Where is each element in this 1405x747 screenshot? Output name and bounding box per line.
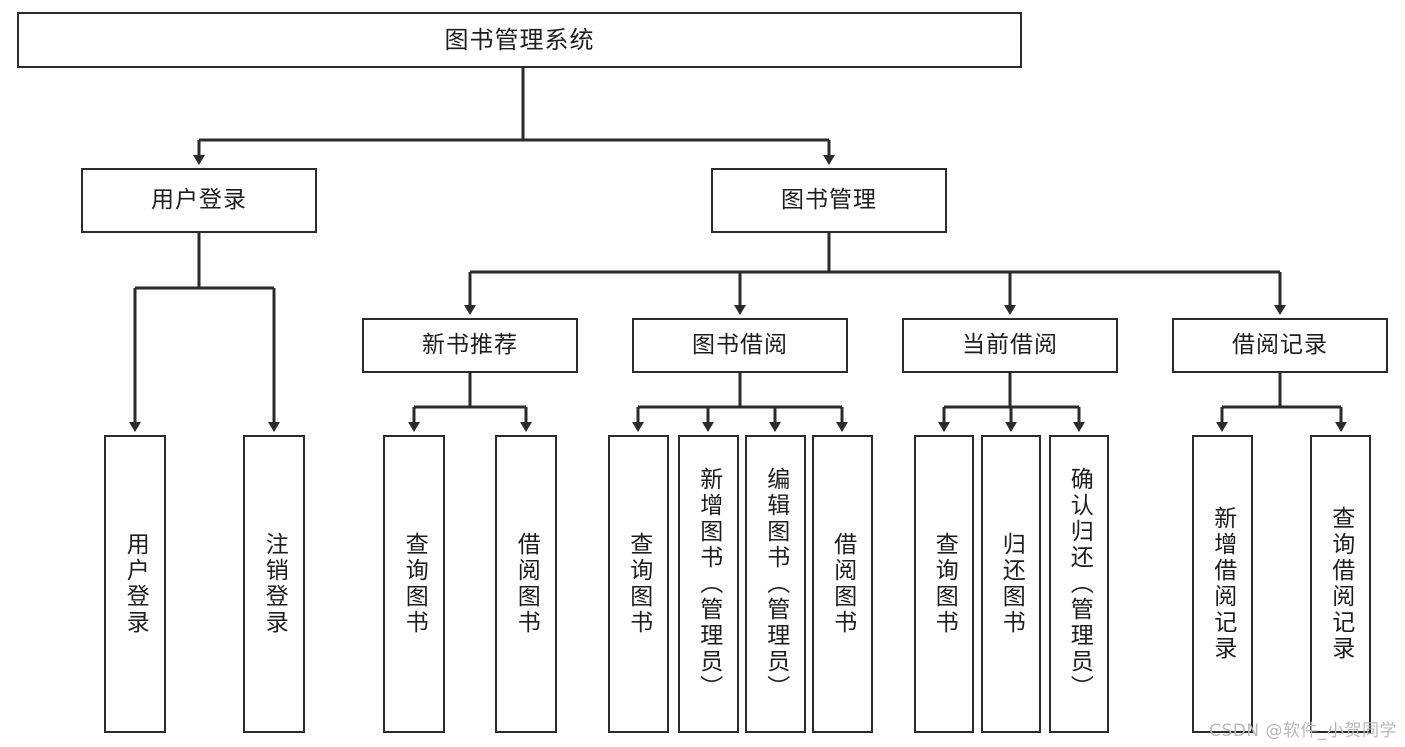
node-label: 查询图书 [625,532,652,636]
node-label: 借阅图书 [829,532,856,636]
node-label: 用户登录 [122,532,149,636]
leaf-user-login-login[interactable]: 用户登录 [104,435,166,733]
leaf-new-book-query[interactable]: 查询图书 [383,435,445,733]
node-label: 归还图书 [998,532,1025,636]
leaf-borrow-edit-book[interactable]: 编辑图书（管理员） [745,435,806,733]
leaf-current-confirm-return[interactable]: 确认归还（管理员） [1049,435,1109,733]
node-label: 借阅记录 [1232,331,1328,358]
node-label: 用户登录 [151,186,247,213]
node-label: 当前借阅 [962,331,1058,358]
leaf-new-book-borrow[interactable]: 借阅图书 [495,435,557,733]
node-label: 借阅图书 [513,532,540,636]
node-label: 新书推荐 [422,331,518,358]
node-book-borrow[interactable]: 图书借阅 [632,318,848,373]
leaf-record-add[interactable]: 新增借阅记录 [1192,435,1253,733]
node-label: 图书借阅 [692,331,788,358]
node-label: 注销登录 [261,532,288,636]
node-borrow-record[interactable]: 借阅记录 [1172,318,1388,373]
leaf-current-return-book[interactable]: 归还图书 [981,435,1041,733]
watermark: CSDN @软件_小贺同学 [1209,721,1397,741]
leaf-borrow-query-book[interactable]: 查询图书 [608,435,669,733]
leaf-record-query[interactable]: 查询借阅记录 [1310,435,1371,733]
leaf-borrow-add-book[interactable]: 新增图书（管理员） [678,435,739,733]
node-current-borrow[interactable]: 当前借阅 [902,318,1118,373]
node-root-system[interactable]: 图书管理系统 [17,12,1022,68]
node-label: 新增图书（管理员） [695,467,722,701]
node-label: 查询图书 [931,532,958,636]
node-new-book-recommend[interactable]: 新书推荐 [362,318,578,373]
node-label: 新增借阅记录 [1209,506,1236,662]
node-user-login[interactable]: 用户登录 [81,168,317,233]
node-label: 图书管理系统 [444,25,595,54]
node-book-management[interactable]: 图书管理 [711,168,947,233]
node-label: 确认归还（管理员） [1066,467,1093,701]
leaf-borrow-borrow-book[interactable]: 借阅图书 [812,435,873,733]
node-label: 查询借阅记录 [1327,506,1354,662]
leaf-user-login-logout[interactable]: 注销登录 [243,435,305,733]
node-label: 图书管理 [781,186,877,213]
leaf-current-query-book[interactable]: 查询图书 [914,435,974,733]
node-label: 查询图书 [401,532,428,636]
node-label: 编辑图书（管理员） [762,467,789,701]
